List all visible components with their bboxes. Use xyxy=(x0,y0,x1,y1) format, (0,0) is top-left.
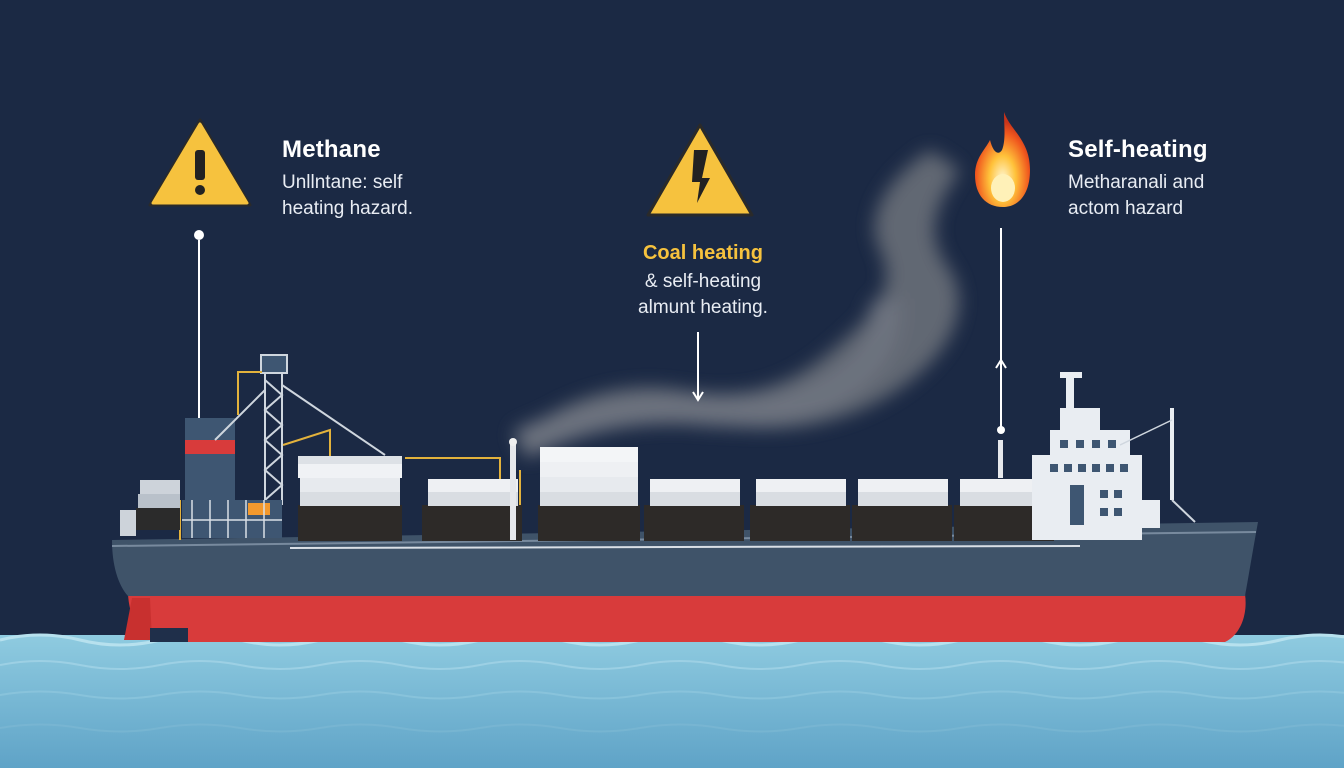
callout-line-coal-heating xyxy=(692,332,704,402)
aft-superstructure xyxy=(120,480,282,538)
cargo-hold-3 xyxy=(538,447,640,541)
callout-line: Metharanali and xyxy=(1068,172,1205,193)
smoke-plume xyxy=(513,150,960,459)
callout-line: almunt heating. xyxy=(638,297,768,318)
cargo-hold-2 xyxy=(422,479,522,541)
funnel xyxy=(185,418,235,504)
hull-red-section xyxy=(128,594,1246,642)
cargo-hold-5 xyxy=(750,479,850,541)
callout-line: & self-heating xyxy=(644,271,762,292)
warning-triangle-icon xyxy=(646,123,754,217)
callout-line: heating hazard. xyxy=(282,198,413,219)
callout-line-methane xyxy=(194,230,204,418)
callout-coal-heating: Coal heating & self-heating almunt heati… xyxy=(598,242,808,321)
warning-triangle-icon xyxy=(148,118,252,207)
crane-mast xyxy=(214,354,386,505)
bulk-carrier-ship xyxy=(111,354,1258,642)
flame-icon xyxy=(975,112,1030,207)
callout-title: Coal heating xyxy=(642,242,763,264)
cargo-hold-1 xyxy=(298,456,402,541)
bridge-superstructure xyxy=(1032,372,1196,540)
callout-line-self-heating xyxy=(995,228,1007,434)
cargo-hold-4 xyxy=(644,479,744,541)
callout-title: Self-heating xyxy=(1068,136,1208,163)
callout-methane: Methane Unllntane: self heating hazard. xyxy=(282,136,413,222)
cargo-hold-6 xyxy=(852,479,952,541)
callout-line: Unllntane: self xyxy=(282,172,403,193)
callout-title: Methane xyxy=(282,136,381,163)
callout-self-heating: Self-heating Metharanali and actom hazar… xyxy=(1068,136,1208,222)
callout-line: actom hazard xyxy=(1068,198,1184,219)
sea xyxy=(0,633,1344,768)
